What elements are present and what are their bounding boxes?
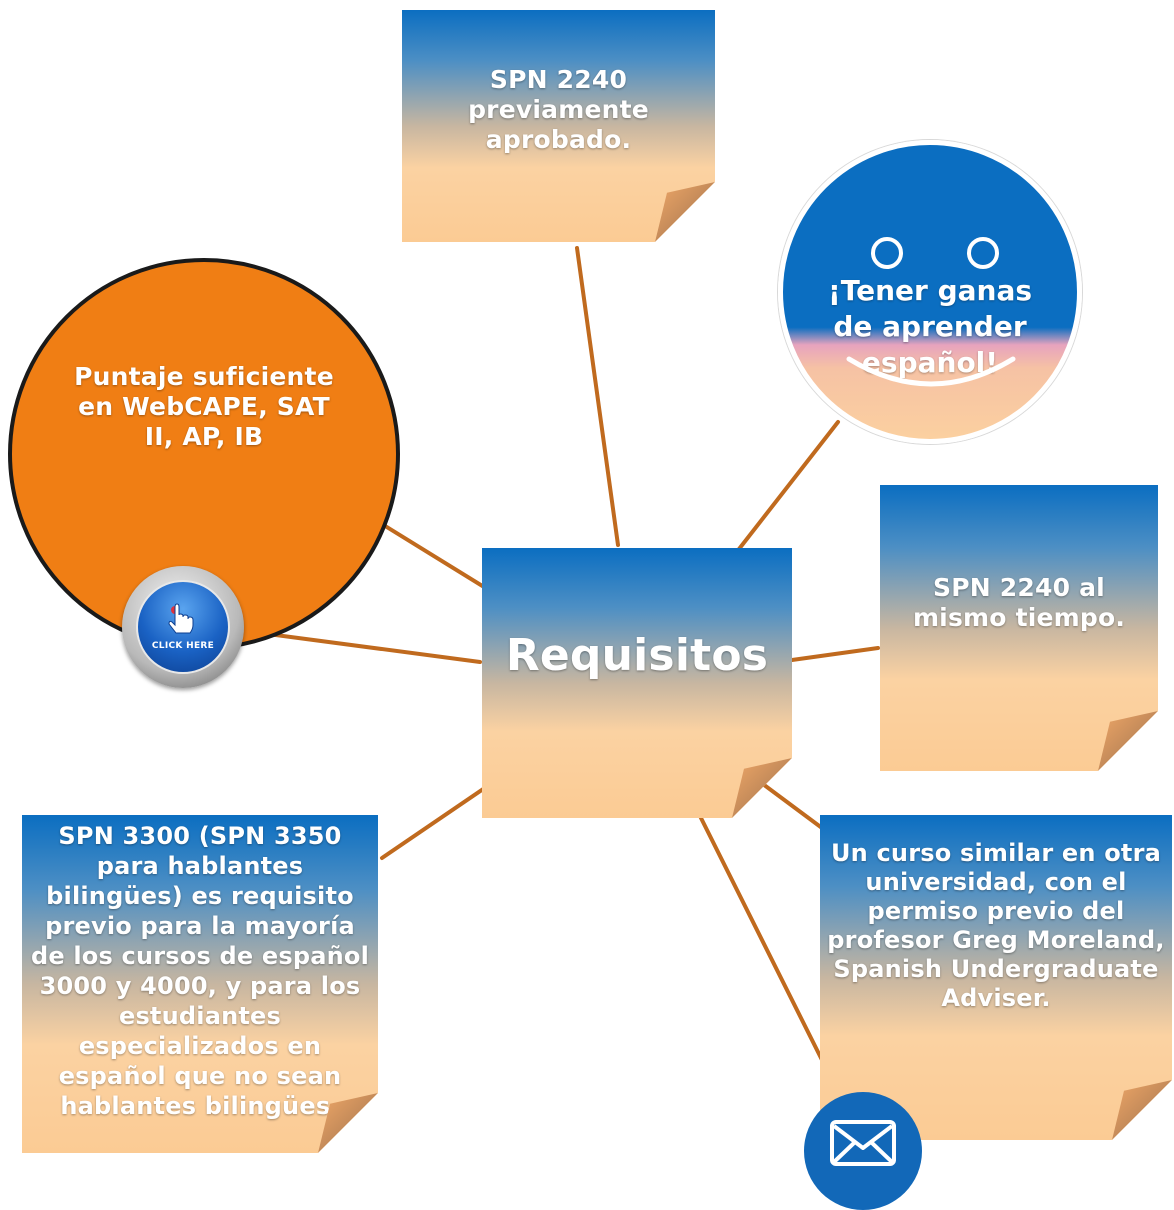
- note-curso-similar: Un curso similar en otra universidad, co…: [820, 815, 1172, 1140]
- note-text: SPN 2240 al mismo tiempo.: [912, 573, 1126, 632]
- right-eye-icon: [967, 237, 999, 269]
- connector-mail: [695, 808, 844, 1102]
- connector-right: [790, 646, 880, 662]
- smiley-face-node: ¡Tener ganas de aprender español!: [778, 140, 1082, 444]
- mail-button[interactable]: [804, 1092, 922, 1210]
- smiley-text: ¡Tener ganas de aprender español!: [827, 274, 1033, 379]
- note-spn-2240-simultaneo: SPN 2240 al mismo tiempo.: [880, 485, 1158, 771]
- center-node-requisitos: Requisitos: [482, 548, 792, 818]
- connector-click-here: [251, 630, 482, 664]
- left-eye-icon: [871, 237, 903, 269]
- note-spn-2240-previo: SPN 2240 previamente aprobado.: [402, 10, 715, 242]
- note-text: SPN 3300 (SPN 3350 para hablantes biling…: [30, 822, 370, 1120]
- smile-icon: [846, 356, 1016, 387]
- note-text: Un curso similar en otra universidad, co…: [827, 839, 1165, 1012]
- pointing-hand-icon: [168, 603, 194, 634]
- connector-smiley: [723, 420, 840, 569]
- webcape-text: Puntaje suficiente en WebCAPE, SAT II, A…: [74, 362, 334, 451]
- note-spn-3300: SPN 3300 (SPN 3350 para hablantes biling…: [22, 815, 378, 1153]
- click-here-button[interactable]: CLICK HERE: [122, 566, 244, 688]
- click-here-face[interactable]: CLICK HERE: [136, 580, 230, 674]
- connector-top: [575, 246, 620, 547]
- envelope-icon: [830, 1120, 896, 1166]
- note-text: SPN 2240 previamente aprobado.: [468, 65, 649, 154]
- center-title: Requisitos: [505, 630, 769, 681]
- click-here-label: CLICK HERE: [151, 641, 215, 651]
